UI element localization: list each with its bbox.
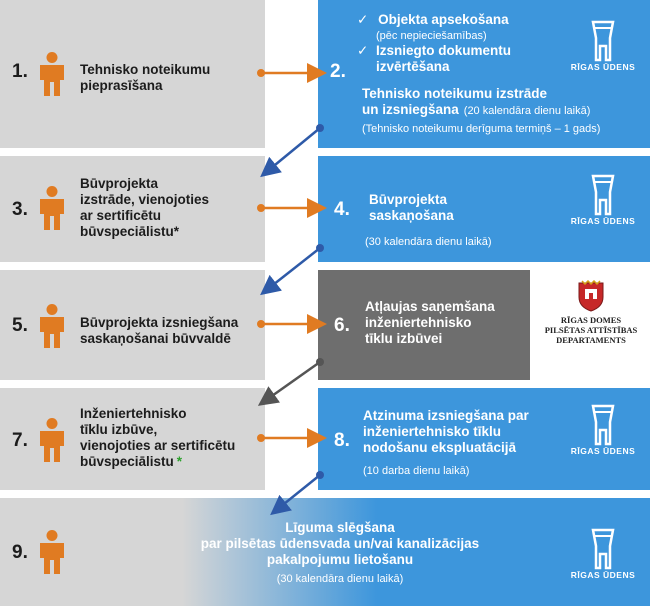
step-4-number: 4. <box>334 199 350 220</box>
person-icon <box>40 52 64 96</box>
person-icon <box>40 304 64 348</box>
step-9-box <box>0 498 650 606</box>
checkmark-icon: ✓ <box>357 43 369 58</box>
step-8-number: 8. <box>334 430 350 451</box>
water-tower-icon <box>591 174 615 216</box>
step-6-text: Atļaujas saņemšana inženiertehnisko tīkl… <box>365 299 495 346</box>
rigas-domes-logo-text: RĪGAS DOMES PILSĒTAS ATTĪSTĪBAS DEPARTAM… <box>544 315 638 345</box>
step-6-box <box>318 270 530 380</box>
rigas-udens-logo: RĪGAS ŪDENS <box>568 404 638 462</box>
step-4-text: Būvprojekta saskaņošana <box>369 192 454 223</box>
step-4-box <box>318 156 650 262</box>
step-3-text: Būvprojekta izstrāde, vienojoties ar ser… <box>80 176 210 239</box>
rigas-udens-logo-text: RĪGAS ŪDENS <box>570 216 636 226</box>
step-9-number: 9. <box>12 542 28 563</box>
step-2-check-2-label: Izsniegto dokumentu izvērtēšana <box>376 43 511 74</box>
checkmark-icon: ✓ <box>357 12 369 27</box>
grey-arrow <box>257 358 324 406</box>
coat-of-arms-icon <box>578 280 604 312</box>
orange-arrows <box>257 63 327 448</box>
step-7-star: * <box>176 454 183 469</box>
rigas-udens-logo-text: RĪGAS ŪDENS <box>570 570 636 580</box>
step-8-text: Atzinuma izsniegšana par inženiertehnisk… <box>363 408 529 455</box>
step-2-number: 2. <box>330 61 346 82</box>
rigas-udens-logo-text: RĪGAS ŪDENS <box>570 62 636 72</box>
person-icon <box>40 418 64 462</box>
step-2-check-1-label: Objekta apsekošana <box>378 12 509 27</box>
step-5-text: Būvprojekta izsniegšana saskaņošanai būv… <box>80 315 239 346</box>
rigas-udens-logo-text: RĪGAS ŪDENS <box>570 446 636 456</box>
water-tower-icon <box>591 404 615 446</box>
blue-arrows <box>260 124 324 516</box>
step-2-text: Tehnisko noteikumu izstrāde un izsniegša… <box>362 86 644 119</box>
person-icon <box>40 530 64 574</box>
step-2-inline-note: (20 kalendāra dienu laikā) <box>463 105 591 117</box>
step-1-text: Tehnisko noteikumu pieprasīšana <box>80 62 211 93</box>
step-1-number: 1. <box>12 61 28 82</box>
rigas-domes-logo: RĪGAS DOMES PILSĒTAS ATTĪSTĪBAS DEPARTAM… <box>535 278 647 368</box>
person-icon <box>40 186 64 230</box>
step-5-number: 5. <box>12 315 28 336</box>
step-7-main-text: Inženiertehnisko tīklu izbūve, vienojoti… <box>80 406 236 469</box>
water-tower-icon <box>591 20 615 62</box>
rigas-udens-logo: RĪGAS ŪDENS <box>568 174 638 232</box>
step-2-check-note: (pēc nepieciešamības) <box>376 30 487 42</box>
step-4-note: (30 kalendāra dienu laikā) <box>365 236 492 248</box>
step-7-number: 7. <box>12 430 28 451</box>
step-2-check-1: ✓ Objekta apsekošana <box>357 12 557 28</box>
step-9-text: Līguma slēgšana par pilsētas ūdensvada u… <box>200 520 480 567</box>
step-2-check-2: ✓ Izsniegto dokumentu izvērtēšana <box>357 43 557 75</box>
rigas-udens-logo: RĪGAS ŪDENS <box>568 528 638 586</box>
rigas-udens-logo: RĪGAS ŪDENS <box>568 20 638 78</box>
step-8-note: (10 darba dienu laikā) <box>363 465 470 477</box>
water-tower-icon <box>591 528 615 570</box>
step-3-number: 3. <box>12 199 28 220</box>
step-2-note: (Tehnisko noteikumu derīguma termiņš – 1… <box>362 123 601 135</box>
step-6-number: 6. <box>334 315 350 336</box>
step-7-text: Inženiertehnisko tīklu izbūve, vienojoti… <box>80 406 265 470</box>
step-9-note: (30 kalendāra dienu laikā) <box>276 573 404 585</box>
step-2-main-text: Tehnisko noteikumu izstrāde un izsniegša… <box>362 86 548 117</box>
